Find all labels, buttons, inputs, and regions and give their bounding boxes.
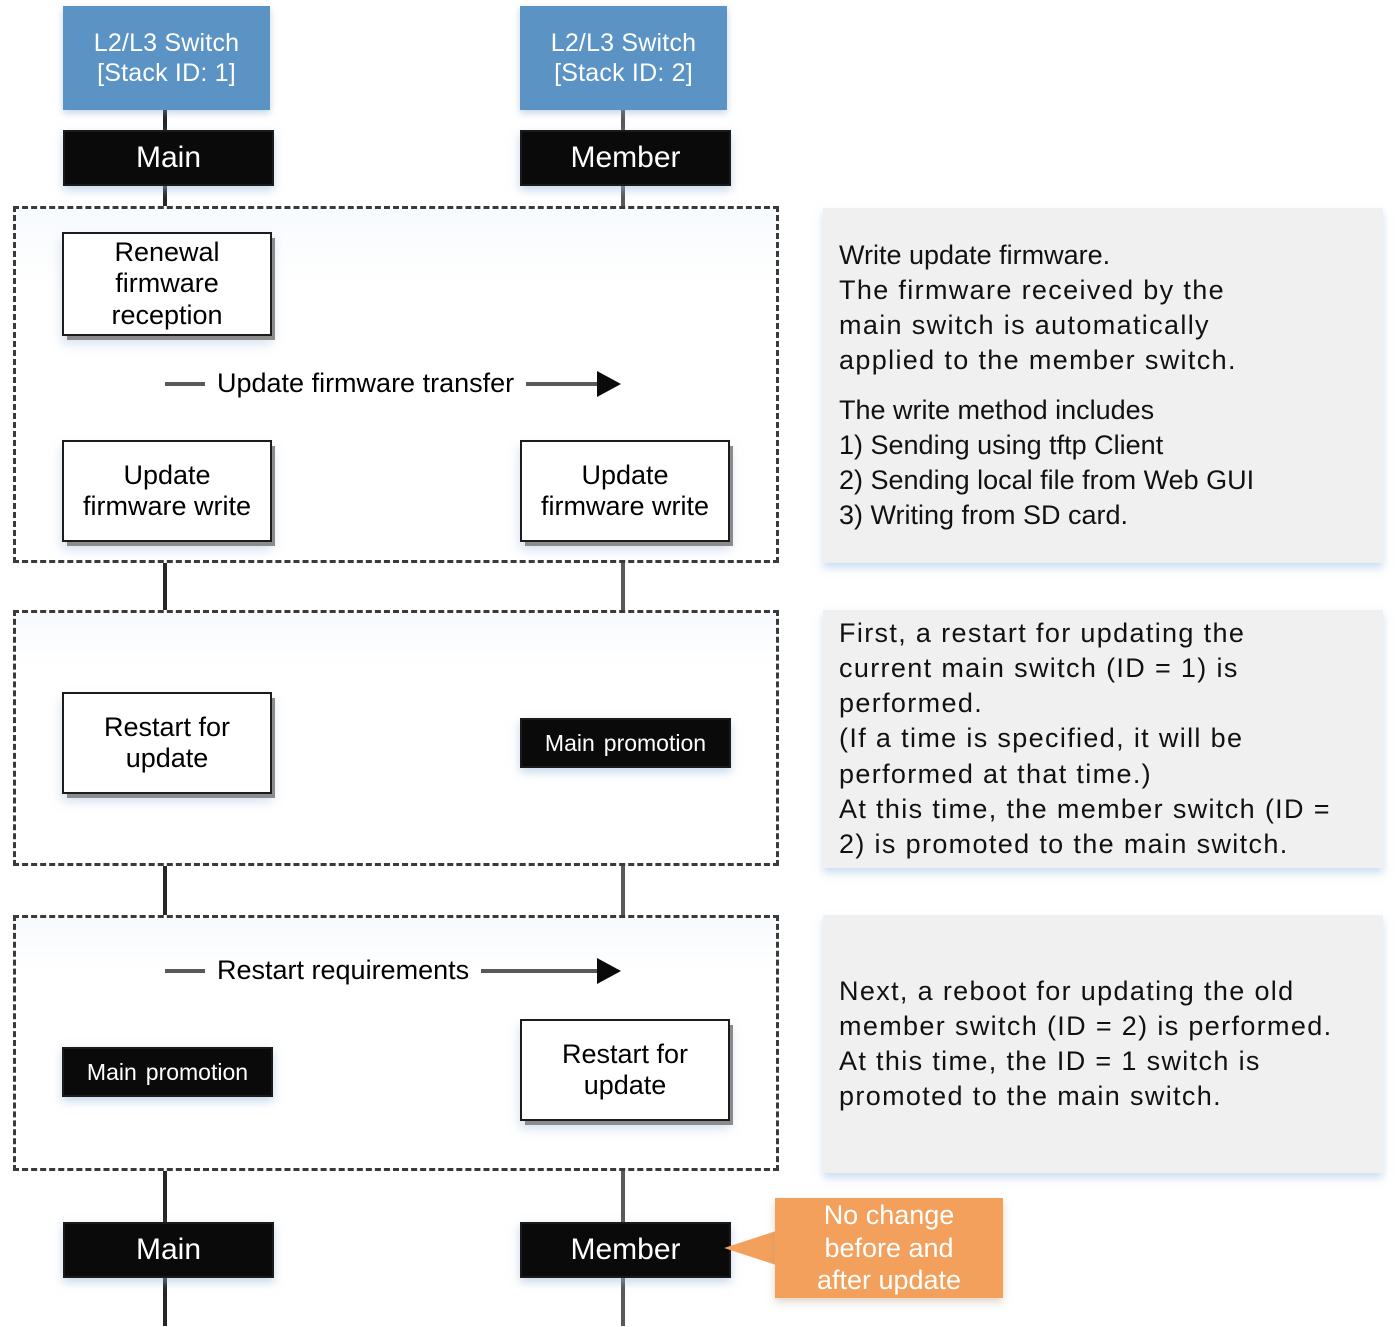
note-spacer — [839, 379, 1367, 393]
role-box-main-initial: Main — [63, 130, 274, 186]
process-box-restart-for-update-member: Restart for update — [520, 1019, 730, 1121]
switch-header-stack-2: L2/L3 Switch [Stack ID: 2] — [520, 6, 727, 110]
message-update-firmware-transfer: Update firmware transfer — [165, 368, 621, 399]
process-box-update-firmware-write-main: Update firmware write — [62, 440, 272, 542]
note-line: member switch (ID = 2) is performed. — [839, 1010, 1333, 1041]
note-line: The write method includes — [839, 394, 1155, 425]
message-line-left — [165, 968, 205, 973]
box-line-1: Renewal — [114, 237, 220, 268]
role-box-main-promotion-member-col: Main promotion — [520, 718, 731, 768]
note-lines: Next, a reboot for updating the old membe… — [839, 974, 1367, 1114]
note-line: main switch is automatically — [839, 310, 1210, 341]
box-line-2: firmware — [115, 268, 219, 299]
message-line-right — [481, 968, 597, 973]
box-line-2: firmware write — [540, 491, 709, 521]
role-box-main-promotion-main-col: Main promotion — [62, 1047, 273, 1097]
note-lines: Write update firmware. The firmware recei… — [839, 238, 1367, 533]
message-restart-requirements: Restart requirements — [165, 955, 621, 986]
note-line: 3) Writing from SD card. — [839, 499, 1129, 530]
role-box-member-final: Member — [520, 1222, 731, 1278]
process-box-renewal-firmware-reception: Renewal firmware reception — [62, 232, 272, 336]
note-panel-firmware-write: Write update firmware. The firmware recei… — [823, 208, 1383, 563]
note-line: applied to the member switch. — [839, 345, 1237, 376]
callout-line-3: after update — [816, 1265, 962, 1296]
note-line: 2) is promoted to the main switch. — [839, 828, 1289, 859]
box-line-2: update — [583, 1070, 667, 1100]
arrow-head-icon — [597, 957, 621, 984]
box-line-2: update — [125, 743, 209, 773]
switch-header-stack-1: L2/L3 Switch [Stack ID: 1] — [63, 6, 270, 110]
promotion-rest: promotion — [145, 1058, 249, 1085]
note-lines: First, a restart for updating the current… — [839, 616, 1367, 862]
switch-title-line1: L2/L3 Switch — [550, 28, 697, 57]
promotion-keyword: Main — [544, 729, 595, 756]
switch-title-line2: [Stack ID: 2] — [554, 59, 693, 87]
box-line-2: firmware write — [82, 491, 251, 521]
note-line: current main switch (ID = 1) is — [839, 653, 1239, 684]
callout-line-1: No change — [823, 1200, 955, 1231]
note-line: 1) Sending using tftp Client — [839, 429, 1164, 460]
note-panel-member-restart: Next, a reboot for updating the old membe… — [823, 915, 1383, 1173]
arrow-head-icon — [597, 370, 621, 397]
note-line: performed at that time.) — [839, 758, 1153, 789]
box-line-1: Update — [581, 459, 669, 490]
message-line-right — [526, 381, 597, 386]
note-line: At this time, the member switch (ID = — [839, 793, 1331, 824]
role-box-main-final: Main — [63, 1222, 274, 1278]
note-line: First, a restart for updating the — [839, 618, 1246, 649]
message-label: Update firmware transfer — [217, 368, 515, 398]
process-box-restart-for-update-main: Restart for update — [62, 692, 272, 794]
box-line-3: reception — [111, 299, 223, 330]
note-line: 2) Sending local file from Web GUI — [839, 464, 1255, 495]
switch-title-line2: [Stack ID: 1] — [97, 59, 236, 87]
box-line-1: Restart for — [561, 1038, 689, 1069]
callout-line-2: before and — [824, 1232, 954, 1263]
box-line-1: Restart for — [103, 711, 231, 742]
message-label: Restart requirements — [217, 955, 470, 985]
promotion-rest: promotion — [603, 729, 707, 756]
box-line-1: Update — [123, 459, 211, 490]
process-box-update-firmware-write-member: Update firmware write — [520, 440, 730, 542]
note-line: The firmware received by the — [839, 275, 1225, 306]
note-line: (If a time is specified, it will be — [839, 723, 1244, 754]
role-box-member-initial: Member — [520, 130, 731, 186]
message-line-left — [165, 381, 205, 386]
note-line: performed. — [839, 688, 984, 719]
switch-title-line1: L2/L3 Switch — [93, 28, 240, 57]
note-line: promoted to the main switch. — [839, 1081, 1222, 1112]
promotion-keyword: Main — [86, 1058, 137, 1085]
note-line: Next, a reboot for updating the old — [839, 975, 1295, 1006]
callout-tail-icon — [724, 1231, 776, 1265]
callout-body: No change before and after update — [775, 1198, 1003, 1298]
note-panel-main-restart: First, a restart for updating the current… — [823, 610, 1383, 868]
note-line: Write update firmware. — [839, 240, 1111, 271]
note-line: At this time, the ID = 1 switch is — [839, 1046, 1261, 1076]
